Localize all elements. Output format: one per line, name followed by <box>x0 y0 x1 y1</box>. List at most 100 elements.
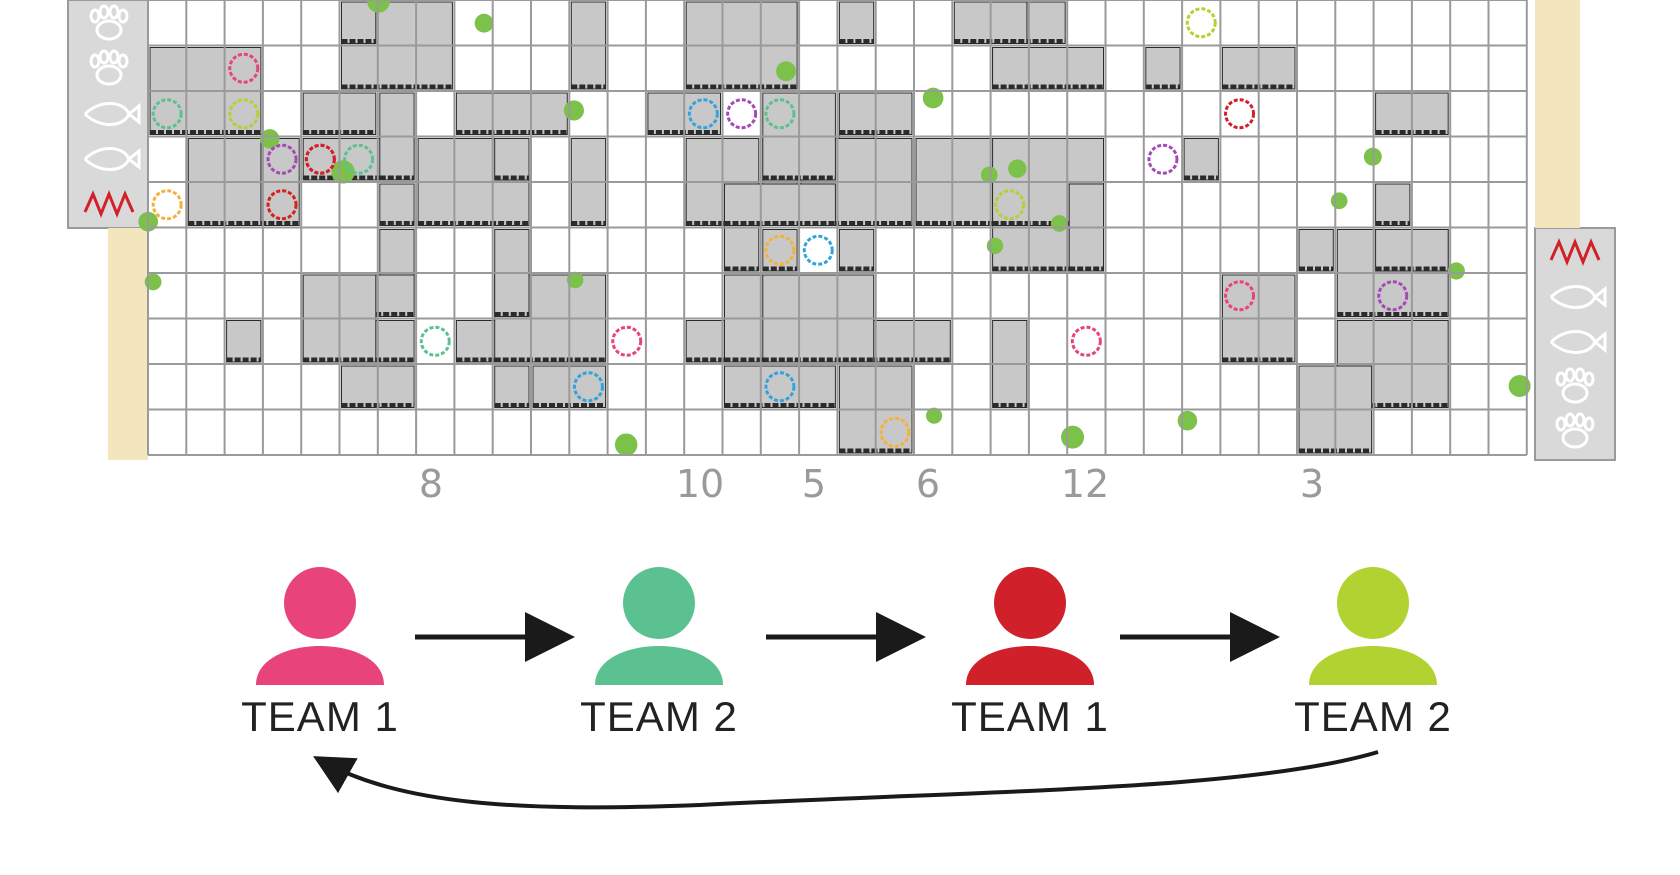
building-block <box>838 1 875 44</box>
fish-icon <box>1549 285 1607 309</box>
token-icon <box>1224 98 1256 130</box>
token-icon <box>994 189 1026 221</box>
fish-icon <box>83 147 141 171</box>
building-block <box>494 365 530 408</box>
plant-icon <box>614 433 638 456</box>
building-block <box>724 183 836 226</box>
paw-toe <box>89 53 101 69</box>
plant-icon <box>331 160 355 184</box>
building-block <box>1298 229 1334 272</box>
team-turn-4: TEAM 2 <box>1273 565 1473 741</box>
token-icon <box>419 325 451 357</box>
building-block <box>226 320 262 363</box>
paw-toe <box>1574 367 1586 383</box>
fish-icon <box>1549 330 1607 354</box>
plant-icon <box>259 129 280 149</box>
team-label: TEAM 2 <box>1294 693 1452 740</box>
paw-toe <box>1564 412 1576 428</box>
paw-toe <box>89 8 101 24</box>
token-icon <box>304 143 336 175</box>
team-turn-2: TEAM 2 <box>559 565 759 741</box>
paw-icon <box>1561 427 1589 449</box>
team-label: TEAM 1 <box>241 693 399 740</box>
building-block <box>838 229 875 272</box>
token-icon <box>879 416 911 448</box>
building-block <box>379 183 415 226</box>
column-number-1: 10 <box>675 462 725 506</box>
scribble-icon <box>1549 237 1601 267</box>
paw-toe <box>1555 371 1567 387</box>
building-block <box>494 138 530 181</box>
person-icon <box>1309 567 1437 685</box>
token-icon <box>1147 143 1179 175</box>
team-turn-3: TEAM 1 <box>930 565 1130 741</box>
token-icon <box>228 98 260 130</box>
return-arrow-icon <box>313 750 1379 810</box>
paw-toe <box>1555 416 1567 432</box>
plant-icon <box>986 237 1004 255</box>
plant-icon <box>563 100 584 121</box>
token-icon <box>1070 325 1102 357</box>
token-icon <box>1377 280 1409 312</box>
left-garden <box>108 228 148 460</box>
token-icon <box>151 189 183 221</box>
token-icon <box>726 98 758 130</box>
column-number-5: 3 <box>1299 462 1325 506</box>
token-icon <box>802 234 834 266</box>
plant-icon <box>1008 159 1027 178</box>
paw-toe <box>1583 416 1595 432</box>
building-block <box>1183 138 1219 181</box>
token-icon <box>764 371 796 403</box>
paw-toe <box>98 4 110 20</box>
paw-toe <box>1574 412 1586 428</box>
building-block <box>455 92 568 135</box>
token-icon <box>611 325 643 357</box>
token-icon <box>572 371 604 403</box>
token-icon <box>764 98 796 130</box>
building-block <box>1145 47 1181 90</box>
token-icon <box>228 52 260 84</box>
column-number-2: 5 <box>801 462 827 506</box>
paw-icon <box>95 64 123 86</box>
paw-toe <box>108 49 120 65</box>
plant-icon <box>922 87 944 109</box>
column-number-0: 8 <box>418 462 444 506</box>
plant-icon <box>1330 192 1348 210</box>
plant-icon <box>926 407 943 424</box>
plant-icon <box>1050 215 1068 232</box>
token-icon <box>266 143 298 175</box>
paw-toe <box>117 53 129 69</box>
paw-toe <box>1583 371 1595 387</box>
token-icon <box>343 143 375 175</box>
plant-icon <box>1177 410 1198 431</box>
token-icon <box>151 98 183 130</box>
paw-toe <box>98 49 110 65</box>
paw-toe <box>108 4 120 20</box>
right-garden <box>1535 0 1580 228</box>
team-label: TEAM 1 <box>951 693 1109 740</box>
team-turn-1: TEAM 1 <box>220 565 420 741</box>
building-block <box>992 47 1104 90</box>
plant-icon <box>566 271 584 289</box>
plant-icon <box>474 13 494 33</box>
paw-icon <box>95 19 123 41</box>
token-icon <box>764 234 796 266</box>
person-icon <box>256 567 384 685</box>
token-icon <box>1224 280 1256 312</box>
game-board <box>67 0 1616 461</box>
paw-toe <box>117 8 129 24</box>
scribble-icon <box>83 189 135 219</box>
plant-icon <box>776 61 796 82</box>
plant-icon <box>1508 374 1531 398</box>
building-block <box>1375 183 1411 226</box>
column-number-3: 6 <box>915 462 941 506</box>
column-number-4: 12 <box>1060 462 1110 506</box>
token-icon <box>266 189 298 221</box>
team-label: TEAM 2 <box>580 693 738 740</box>
plant-icon <box>980 166 998 184</box>
token-icon <box>687 98 719 130</box>
token-icon <box>1185 7 1217 39</box>
paw-icon <box>1561 382 1589 404</box>
plant-icon <box>1061 425 1085 449</box>
person-icon <box>595 567 723 685</box>
